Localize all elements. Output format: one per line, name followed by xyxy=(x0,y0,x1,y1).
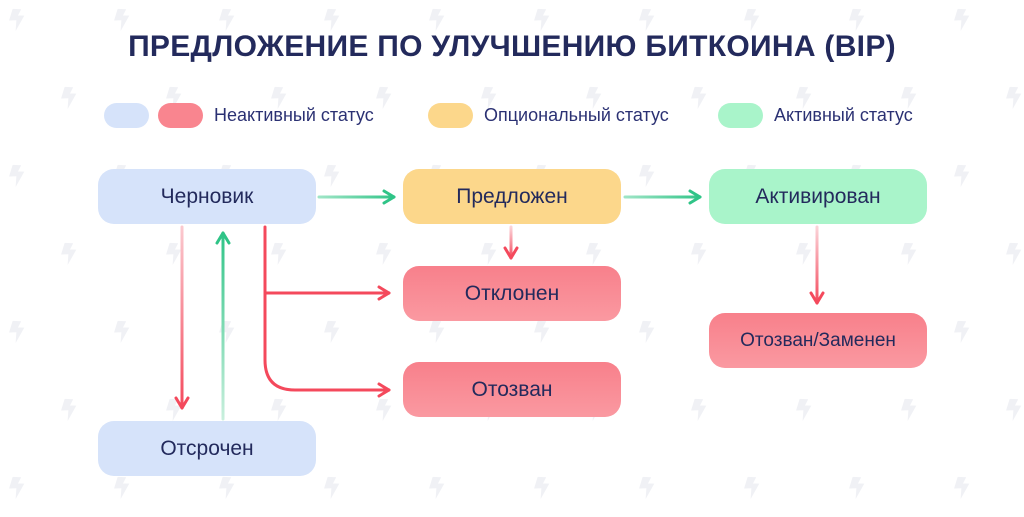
node-activated: Активирован xyxy=(709,169,927,224)
legend-inactive-status: Неактивный статус xyxy=(104,103,374,128)
page-title: ПРЕДЛОЖЕНИЕ ПО УЛУЧШЕНИЮ БИТКОИНА (BIP) xyxy=(128,30,896,63)
legend-label-inactive: Неактивный статус xyxy=(214,105,374,125)
legend-active-status: Активный статус xyxy=(718,103,913,128)
node-proposed: Предложен xyxy=(403,169,621,224)
legend-label-optional: Опциональный статус xyxy=(484,105,669,125)
legend-swatch-blue xyxy=(104,103,149,128)
legend-label-active: Активный статус xyxy=(774,105,913,125)
legend-swatch-green xyxy=(718,103,763,128)
legend-swatch-yellow xyxy=(428,103,473,128)
node-rejected: Отклонен xyxy=(403,266,621,321)
legend-optional-status: Опциональный статус xyxy=(428,103,669,128)
legend-swatch-red xyxy=(158,103,203,128)
node-deferred: Отсрочен xyxy=(98,421,316,476)
node-draft: Черновик xyxy=(98,169,316,224)
node-replaced: Отозван/Заменен xyxy=(709,313,927,368)
arrow-draft-to-withdrawn xyxy=(263,225,391,398)
node-withdrawn: Отозван xyxy=(403,362,621,417)
